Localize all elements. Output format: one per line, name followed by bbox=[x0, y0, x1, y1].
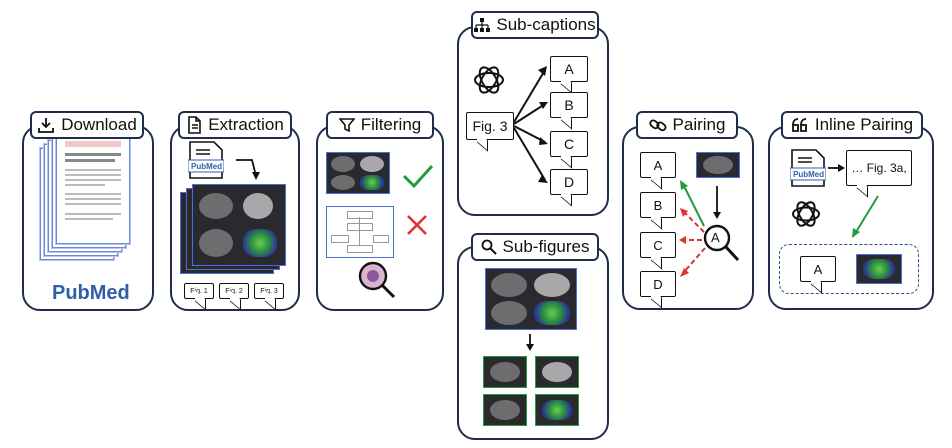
quote-icon bbox=[791, 118, 807, 132]
subfigures-label-text: Sub-figures bbox=[502, 237, 590, 256]
filtering-label-text: Filtering bbox=[360, 115, 422, 134]
subcaption-b-bubble: B bbox=[550, 92, 588, 118]
pubmed-document-icon: PubMed bbox=[187, 140, 225, 180]
subfigure-d bbox=[535, 394, 579, 426]
inline-pubmed-document-icon: PubMed bbox=[789, 148, 827, 188]
filtering-label: Filtering bbox=[326, 111, 434, 139]
download-icon bbox=[38, 118, 55, 133]
inline-pairing-label-text: Inline Pairing bbox=[814, 115, 914, 134]
inline-match-bubble: A bbox=[800, 256, 836, 282]
magnifier-icon bbox=[481, 239, 497, 255]
pairing-subfigure bbox=[696, 152, 740, 178]
inline-pubmed-mini-logo: PubMed bbox=[793, 170, 825, 179]
download-label-text: Download bbox=[61, 115, 137, 134]
subfigure-b bbox=[535, 356, 579, 388]
pairing-b-bubble: B bbox=[640, 192, 676, 218]
link-icon bbox=[648, 119, 666, 132]
subcaptions-label: Sub-captions bbox=[471, 11, 599, 39]
subfigures-label: Sub-figures bbox=[471, 233, 599, 261]
fig-3-bubble: Fig. 3 bbox=[254, 283, 284, 299]
fig-2-bubble: Fig. 2 bbox=[219, 283, 249, 299]
subfigure-a bbox=[483, 356, 527, 388]
filter-icon bbox=[338, 118, 355, 133]
pairing-d-bubble: D bbox=[640, 271, 676, 297]
inline-match-subfigure bbox=[856, 254, 902, 284]
pairing-label-text: Pairing bbox=[672, 115, 726, 134]
extraction-label-text: Extraction bbox=[208, 115, 284, 134]
extraction-label: Extraction bbox=[178, 111, 292, 139]
flowchart-thumb bbox=[326, 206, 394, 258]
composite-figure bbox=[485, 268, 577, 330]
subfigure-c bbox=[483, 394, 527, 426]
hierarchy-icon bbox=[474, 18, 491, 32]
download-label: Download bbox=[30, 111, 144, 139]
subcaptions-label-text: Sub-captions bbox=[496, 15, 596, 34]
inline-result-box bbox=[779, 244, 919, 294]
fig3-source-bubble: Fig. 3 bbox=[466, 112, 514, 140]
subcaption-a-bubble: A bbox=[550, 56, 588, 82]
pairing-a-bubble: A bbox=[640, 152, 676, 178]
subcaption-c-bubble: C bbox=[550, 131, 588, 157]
subcaption-d-bubble: D bbox=[550, 169, 588, 195]
pairing-label: Pairing bbox=[636, 111, 738, 139]
medical-image-thumb bbox=[326, 152, 390, 194]
inline-pairing-label: Inline Pairing bbox=[781, 111, 923, 139]
pubmed-logo: PubMed bbox=[52, 282, 130, 304]
pairing-magnifier-letter: A bbox=[711, 230, 720, 245]
document-icon bbox=[188, 116, 202, 134]
pubmed-mini-logo: PubMed bbox=[191, 162, 223, 171]
inline-caption-bubble: … Fig. 3a, bbox=[846, 150, 912, 186]
fig-1-bubble: Fig. 1 bbox=[184, 283, 214, 299]
pairing-c-bubble: C bbox=[640, 232, 676, 258]
